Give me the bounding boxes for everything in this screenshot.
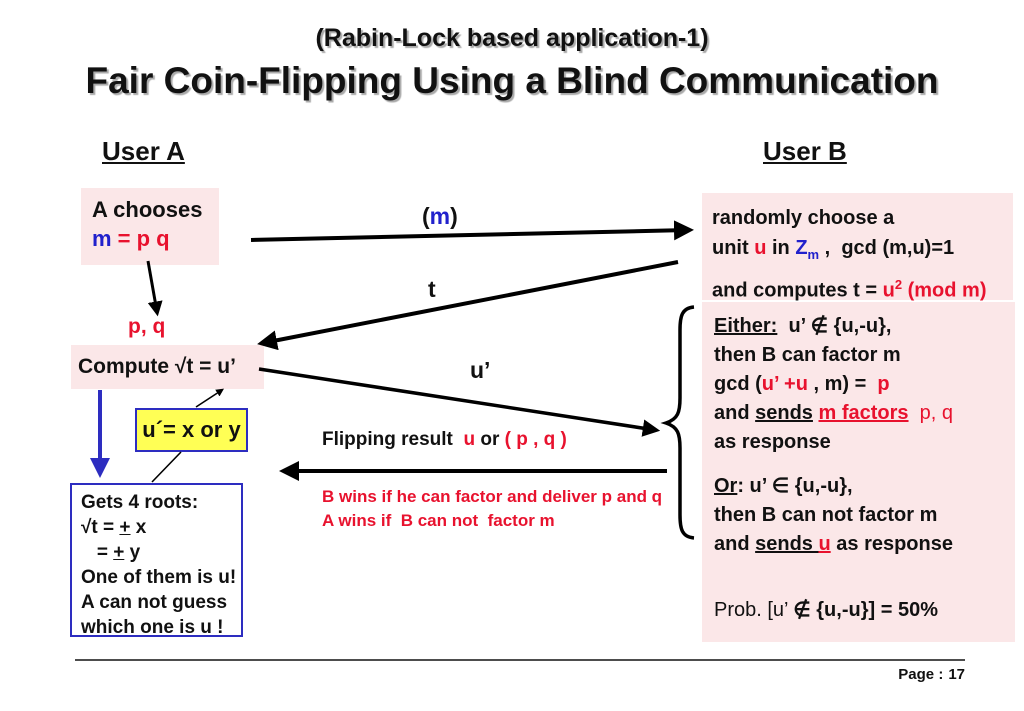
roots-line1: Gets 4 roots: [81,492,199,513]
footer-rule [75,659,965,661]
a-chooses-line1: A chooses [92,197,203,222]
page-number: Page :17 [898,666,965,683]
b-wins-note: B wins if he can factor and deliver p an… [322,487,663,506]
arrow-m-a-to-b [250,220,694,242]
roots-line5: A can not guess [81,592,228,613]
plus-minus: + [119,517,131,538]
four-roots-box: Gets 4 roots: √t = + x = + y One of them… [70,483,243,638]
either-line5: as response [714,431,831,453]
arrow-uprime-a-to-b [258,367,661,437]
arrow-m-to-pq [146,260,163,317]
b-chooses-line2: unit u in Zm , gcd (m,u)=1 [712,237,955,262]
callout-hint-to-uprime [195,388,225,408]
b-chooses-line3: and computes t = u2 (mod m) [712,277,987,302]
either-line2: then B can factor m [714,344,901,366]
compute-root-box: Compute √t = u’ [71,345,264,389]
message-uprime-label: u’ [470,357,491,383]
u-squared: u [882,279,895,302]
probability-line: Prob. [u’ ∉ {u,-u}] = 50% [714,599,938,621]
flipping-result-label: Flipping result u or ( p , q ) [322,429,567,450]
roots-line3: = + y [81,542,141,563]
message-m-label: (m) [422,203,458,229]
a-chooses-line2: m = p q [92,224,219,253]
plus-minus: + [113,542,125,563]
or-line1: Or: u’ ∈ {u,-u}, [714,475,853,497]
pq-label: p, q [128,315,166,338]
zm-subscript: m [807,247,820,262]
b-chooses-box: randomly choose a unit u in Zm , gcd (m,… [702,193,1013,302]
a-chooses-box: A chooses m = p q [81,188,219,265]
or-block: Or: u’ ∈ {u,-u}, then B can not factor m… [714,472,1015,559]
or-line2: then B can not factor m [714,504,938,526]
either-or-box: Either: u’ ∉ {u,-u}, then B can factor m… [702,302,1015,642]
either-block: Either: u’ ∉ {u,-u}, then B can factor m… [714,312,1015,457]
zm-symbol: Z [795,237,808,259]
a-wins-note: A wins if B can not factor m [322,511,555,530]
either-line3: gcd (u’ +u , m) = p [714,373,890,395]
pq-factors: = p q [111,226,170,251]
message-t-label: t [428,276,436,302]
user-a-header: User A [102,136,185,166]
callout-roots-to-hint [151,451,182,483]
root-hint-box: u´= x or y [135,408,248,452]
or-line3: and sends u as response [714,533,953,555]
u-symbol: u [754,237,767,259]
arrow-t-b-to-a [257,260,679,351]
either-or-brace [660,305,695,540]
m-symbol: m [92,226,112,251]
b-chooses-line1: randomly choose a [712,207,895,229]
roots-line2: √t = + x [81,517,147,538]
either-line1: Either: u’ ∉ {u,-u}, [714,315,892,337]
user-b-header: User B [763,136,847,166]
slide-kicker: (Rabin-Lock based application-1) [315,24,709,52]
roots-line6: which one is u ! [81,617,224,638]
either-line4: and sends m factors p, q [714,402,954,424]
slide-title: Fair Coin-Flipping Using a Blind Communi… [85,60,939,101]
roots-line4: One of them is u! [81,567,237,588]
